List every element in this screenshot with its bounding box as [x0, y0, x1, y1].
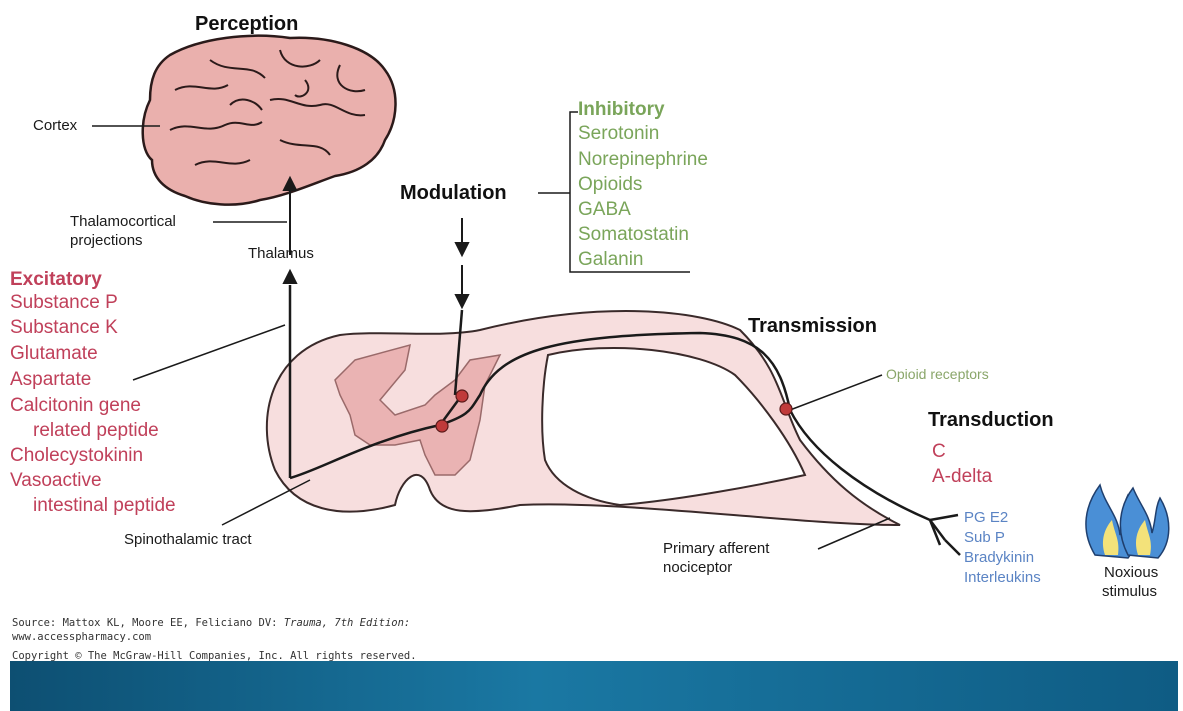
list-item: Calcitonin gene — [10, 396, 141, 415]
label-nociceptor: nociceptor — [663, 560, 732, 575]
synapse-dot — [436, 420, 448, 432]
list-item: GABA — [578, 200, 631, 219]
list-item: Norepinephrine — [578, 150, 708, 169]
list-item: related peptide — [33, 421, 159, 440]
list-item: PG E2 — [964, 510, 1008, 525]
flame-icon — [1086, 485, 1169, 558]
source-book-title: Trauma, 7th Edition: — [284, 617, 410, 629]
heading-modulation: Modulation — [400, 183, 507, 203]
label-thalamocortical: Thalamocortical — [70, 214, 176, 229]
source-citation: Source: Mattox KL, Moore EE, Feliciano D… — [12, 618, 410, 629]
synapse-dot — [456, 390, 468, 402]
label-thalamus: Thalamus — [248, 246, 314, 261]
inhibitory-title: Inhibitory — [578, 100, 665, 119]
excitatory-title: Excitatory — [10, 270, 102, 289]
footer-banner — [10, 661, 1178, 711]
list-item: Aspartate — [10, 370, 91, 389]
list-item: Interleukins — [964, 570, 1041, 585]
copyright-notice: Copyright © The McGraw-Hill Companies, I… — [12, 651, 417, 662]
source-text: Source: Mattox KL, Moore EE, Feliciano D… — [12, 617, 284, 629]
list-item: Opioids — [578, 175, 642, 194]
list-item: Substance P — [10, 293, 118, 312]
label-cortex: Cortex — [33, 118, 77, 133]
source-url: www.accesspharmacy.com — [12, 632, 151, 643]
brain-illustration — [143, 36, 396, 205]
label-noxious: Noxious — [1104, 565, 1158, 580]
label-projections: projections — [70, 233, 143, 248]
list-item: Glutamate — [10, 344, 98, 363]
list-item: Substance K — [10, 318, 118, 337]
heading-perception: Perception — [195, 14, 298, 34]
list-item: Serotonin — [578, 124, 659, 143]
list-item: Vasoactive — [10, 471, 102, 490]
label-opioid-receptors: Opioid receptors — [886, 367, 989, 381]
list-item: Bradykinin — [964, 550, 1034, 565]
label-primary-afferent: Primary afferent — [663, 541, 769, 556]
list-item: Somatostatin — [578, 225, 689, 244]
list-item: Sub P — [964, 530, 1005, 545]
heading-transmission: Transmission — [748, 316, 877, 336]
label-stimulus: stimulus — [1102, 584, 1157, 599]
label-spinothalamic-tract: Spinothalamic tract — [124, 532, 252, 547]
list-item: Galanin — [578, 250, 644, 269]
spinal-cord-illustration — [267, 311, 900, 525]
heading-transduction: Transduction — [928, 410, 1054, 430]
list-item: intestinal peptide — [33, 496, 176, 515]
list-item: Cholecystokinin — [10, 446, 143, 465]
opioid-receptor-dot — [780, 403, 792, 415]
fiber-c: C — [932, 442, 946, 461]
fiber-a-delta: A-delta — [932, 467, 992, 486]
